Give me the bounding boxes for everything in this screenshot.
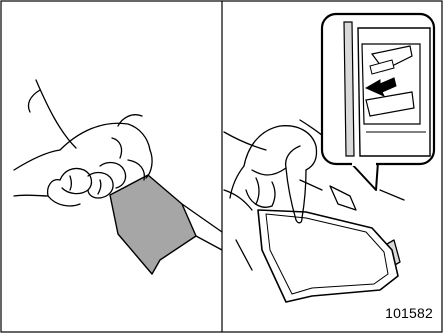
callout-detail xyxy=(322,14,434,190)
figure-number: 101582 xyxy=(385,305,433,321)
